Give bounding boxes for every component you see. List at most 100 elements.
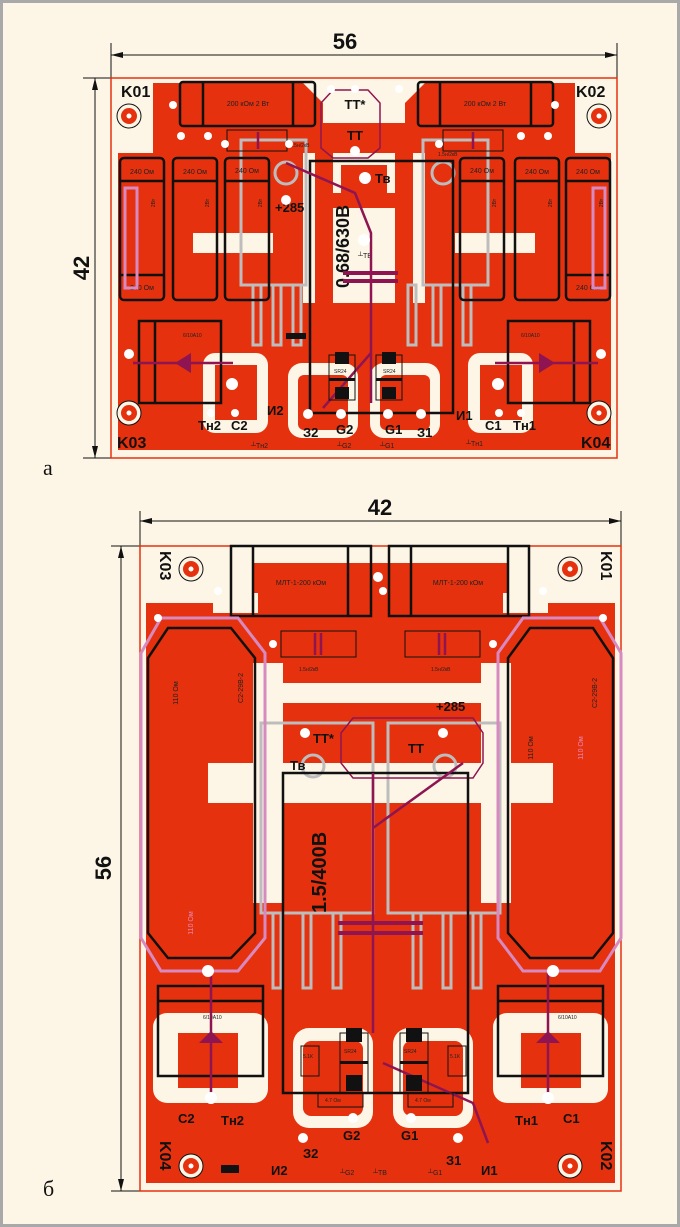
chip-sr24-label: SR24 — [404, 1049, 417, 1055]
resistor-240-label: 240 Ом — [235, 168, 259, 175]
pin-label: Тн1 — [513, 418, 536, 433]
resistor-power-label: 2Вт — [205, 198, 211, 207]
resistor-51k-label: 5.1К — [450, 1054, 460, 1060]
figure-label-a: а — [43, 455, 53, 480]
resistor-r2-label: МЛТ-1-200 кОм — [433, 580, 483, 587]
pin-label: G1 — [401, 1128, 418, 1143]
mounting-holes — [116, 103, 612, 426]
main-capacitor-label: 0.68/630В — [333, 205, 353, 288]
pin-label: З1 — [446, 1153, 461, 1168]
resistor-power-label: 2Вт — [151, 198, 157, 207]
corner-label-k01: K01 — [121, 84, 150, 101]
pin-label: И1 — [456, 408, 473, 423]
pin-label: G2 — [336, 422, 353, 437]
pin-label: Тн1 — [515, 1113, 538, 1128]
tt-label: TT — [347, 128, 363, 143]
corner-label-k03: K03 — [117, 435, 146, 452]
resistor-power-label: 2Вт — [258, 198, 264, 207]
mounting-holes — [178, 556, 583, 1179]
gnd-label: ┴Тн1 — [465, 439, 483, 448]
pin-label: С2 — [231, 418, 248, 433]
dimension-width-a: 56 — [110, 29, 618, 78]
components: 200 кОм 2 Вт 200 кОм 2 Вт 1.5н/2кВ 1.5н/… — [118, 80, 612, 415]
transistor-outlines — [239, 138, 490, 347]
resistor-47-label: 4.7 Ом — [325, 1098, 341, 1104]
corner-label-k04: K04 — [581, 435, 610, 452]
capacitor-c2-label: 1.5н/2кВ — [438, 152, 458, 158]
chip-sr24-label: SR24 — [383, 369, 396, 375]
plus285-label: +285 — [436, 699, 465, 714]
resistor-110-label: 110 Ом — [578, 736, 585, 760]
dimension-label: 56 — [333, 29, 357, 54]
resistor-240-label: 240 Ом — [576, 169, 600, 176]
tt-label: TT — [408, 741, 424, 756]
pin-label: И2 — [267, 403, 284, 418]
pin-label: G2 — [343, 1128, 360, 1143]
resistor-type-label: C2-29В-2 — [592, 678, 599, 708]
dimension-label: 56 — [91, 856, 116, 880]
pin-label: С1 — [563, 1111, 580, 1126]
dimension-width-b: 42 — [139, 495, 622, 546]
board-b: 42 56 — [43, 495, 623, 1201]
chip-sr24-label: SR24 — [334, 369, 347, 375]
plus285-label: +285 — [275, 200, 304, 215]
resistor-r1-label: 200 кОм 2 Вт — [227, 101, 270, 108]
resistor-power-label: 2Вт — [492, 198, 498, 207]
gnd-label: ┴G2 — [339, 1168, 354, 1177]
corner-label-k03: K03 — [156, 551, 173, 580]
resistor-240-label: 240 Ом — [130, 169, 154, 176]
resistor-r2-label: 200 кОм 2 Вт — [464, 101, 507, 108]
resistor-r1-label: МЛТ-1-200 кОм — [276, 580, 326, 587]
resistor-47-label: 4.7 Ом — [415, 1098, 431, 1104]
corner-label-k04: K04 — [156, 1141, 173, 1170]
pin-label: З2 — [303, 1146, 318, 1161]
labels-a: K01 K02 K03 K04 Тн2 С2 С1 Тн1 И2 И1 З2 G… — [117, 84, 610, 452]
tv-label: Тв — [375, 171, 390, 186]
tv-label: Тв — [290, 758, 305, 773]
pads — [154, 572, 607, 1143]
corner-label-k02: K02 — [597, 1141, 614, 1170]
pin-label: Тн2 — [198, 418, 221, 433]
corner-label-k01: K01 — [597, 551, 614, 580]
chip-sr24-label: SR24 — [344, 1049, 357, 1055]
resistor-240-label: 240 Ом — [183, 169, 207, 176]
capacitor-c2-label: 1.5н/2кВ — [431, 667, 451, 673]
labels-b: K03 K01 K04 K02 С2 Тн2 Тн1 С1 З2 G2 G1 З… — [156, 551, 614, 1178]
gnd-label: ┴G1 — [379, 441, 394, 450]
bridge-label: 6/10А10 — [183, 333, 202, 339]
figure-label-b: б — [43, 1176, 54, 1201]
bridge-label: 6/10А10 — [558, 1015, 577, 1021]
resistor-110-label: 110 Ом — [188, 911, 195, 935]
gnd-label: ┴G2 — [336, 441, 351, 450]
copper-layer — [118, 83, 611, 450]
resistor-110-label: 110 Ом — [528, 736, 535, 760]
gnd-label: ┴Тн2 — [250, 441, 268, 450]
resistor-type-label: C2-29В-2 — [238, 673, 245, 703]
corner-label-k02: K02 — [576, 84, 605, 101]
main-capacitor-label: 1.5/400В — [309, 832, 331, 913]
dimension-height-a: 42 — [69, 77, 111, 459]
resistor-51k-label: 5.1К — [303, 1054, 313, 1060]
resistor-power-label: 2Вт — [599, 198, 605, 207]
gnd-label: ┴ТВ — [372, 1168, 387, 1177]
resistor-240-label: 240 Ом — [130, 285, 154, 292]
resistor-240-label: 240 Ом — [525, 169, 549, 176]
resistor-240-label: 240 Ом — [576, 285, 600, 292]
pin-label: С2 — [178, 1111, 195, 1126]
resistor-power-label: 2Вт — [548, 198, 554, 207]
pin-label: И2 — [271, 1163, 288, 1178]
pin-label: З1 — [417, 425, 432, 440]
dimension-label: 42 — [368, 495, 392, 520]
dimension-height-b: 56 — [91, 545, 140, 1192]
pin-label: И1 — [481, 1163, 498, 1178]
pads — [124, 85, 606, 419]
resistor-110-label: 110 Ом — [173, 681, 180, 705]
bridge-label: 6/10А10 — [203, 1015, 222, 1021]
tt-star-label: TT* — [313, 731, 335, 746]
copper-layer — [146, 563, 615, 1183]
pin-label: З2 — [303, 425, 318, 440]
board-a: 56 42 — [43, 29, 618, 480]
pin-label: С1 — [485, 418, 502, 433]
gnd-label: ┴G1 — [427, 1168, 442, 1177]
